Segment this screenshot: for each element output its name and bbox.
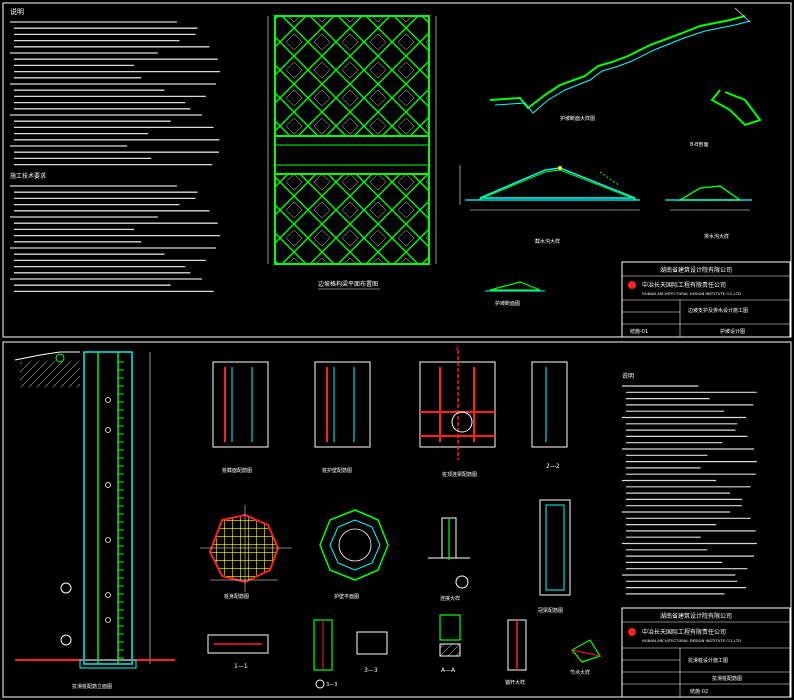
company-logo-b [628, 628, 636, 636]
b2-title: 3—3 [326, 682, 337, 688]
view1-title: 桩截面配筋图 [222, 467, 252, 474]
project-name: 边坡支护及排水设计施工图 [688, 307, 748, 314]
anchor-hole [105, 397, 111, 403]
top-sheet-frame [2, 2, 792, 338]
company-name-2-b: 中冶长天国际工程有限责任公司 [642, 628, 726, 636]
node-detail: 节点大样 [570, 639, 601, 676]
pile-section-2: 桩护壁配筋图 [314, 361, 371, 474]
bottom-notes: 说明 [622, 372, 757, 595]
section-1-1: 1—1 [207, 634, 269, 670]
company-name-en-b: HUNAN ARCHITECTURAL DESIGN INSTITUTE CO.… [642, 638, 741, 643]
title-block-top: 湖南省建筑设计院有限公司 中冶长天国际工程有限责任公司 HUNAN ARCHIT… [621, 261, 791, 338]
company-logo [628, 281, 636, 289]
anchor-hole [105, 537, 111, 543]
section-e-title: 护坡断面图 [495, 300, 520, 307]
pile-section-4: 2—2 [531, 361, 568, 470]
slope-profile: 护坡断面大样图 B-B剖面 [489, 7, 762, 148]
company-name-b: 湖南省建筑设计院有限公司 [660, 612, 732, 620]
drawing-number: 结施-01 [630, 328, 648, 335]
company-name-en: HUNAN ARCHITECTURAL DESIGN INSTITUTE CO.… [642, 291, 741, 296]
anchor-hole [105, 482, 111, 488]
pile-section-3: 2 桩顶连梁配筋图 [419, 345, 496, 478]
circle-view2-title: 护壁平面图 [334, 593, 359, 600]
section-d-title: 排水沟大样 [704, 233, 729, 240]
circle-view1-title: 桩身配筋图 [224, 593, 249, 600]
beam-title: 冠梁配筋图 [538, 607, 563, 614]
drawing-number-b: 结施-02 [690, 688, 708, 695]
slope-title: 边坡格构梁平面布置图 [318, 280, 378, 288]
pile-title: 抗滑桩配筋立面图 [72, 683, 112, 690]
anchor-hole [105, 617, 111, 623]
anchor-hole [105, 427, 111, 433]
b1-title: 1—1 [234, 663, 248, 670]
section-a-title: 护坡断面大样图 [560, 115, 595, 122]
view3-title: 桩顶连梁配筋图 [442, 471, 477, 478]
b6-title: 节点大样 [570, 669, 590, 676]
drawing-name: 护坡设计图 [720, 328, 745, 335]
anchor-detail: 锚杆大样 [505, 619, 527, 686]
b3-title: 3—3 [364, 667, 378, 674]
pile-elevation: 抗滑桩配筋立面图 [14, 351, 175, 690]
connection-title: 连接大样 [440, 595, 460, 602]
section-a-a: A—A [439, 614, 461, 674]
project-name-b: 抗滑桩设计施工图 [688, 657, 728, 664]
b5-title: 锚杆大样 [505, 679, 525, 686]
section-3-3: 3—3 3—3 [313, 619, 388, 689]
circular-wall-section: 护壁平面图 [319, 509, 389, 600]
top-notes: 说明 施工技术要求 [10, 7, 220, 293]
embankment-section: 截水沟大样 [459, 165, 640, 245]
slope-grid-plan: 边坡格构梁平面布置图 [267, 15, 437, 290]
company-name-2: 中冶长天国际工程有限责任公司 [642, 281, 726, 289]
drawing-name-b: 抗滑桩配筋图 [712, 675, 742, 682]
notes-title: 说明 [10, 7, 24, 16]
connection-detail: 连接大样 [428, 517, 470, 602]
circular-rebar-section: 桩身配筋图 [200, 505, 292, 600]
title-block-bottom: 湖南省建筑设计院有限公司 中冶长天国际工程有限责任公司 HUNAN ARCHIT… [621, 607, 791, 698]
bottom-sheet-frame [2, 341, 792, 698]
anchor-hole [105, 592, 111, 598]
small-section: 护坡断面图 [485, 281, 545, 307]
beam-detail: 冠梁配筋图 [538, 499, 571, 614]
notes-section2: 施工技术要求 [10, 172, 46, 180]
view2-title: 桩护壁配筋图 [322, 467, 352, 474]
section-c-title: 截水沟大样 [535, 238, 560, 245]
bottom-notes-title: 说明 [622, 372, 634, 380]
b4-title: A—A [441, 667, 456, 674]
drain-section: 排水沟大样 [665, 185, 752, 240]
view4-title: 2—2 [546, 463, 560, 470]
pile-section-1: 桩截面配筋图 [212, 361, 269, 474]
company-name: 湖南省建筑设计院有限公司 [660, 266, 732, 274]
mark-2-top: 2 [455, 345, 459, 352]
section-b-title: B-B剖面 [690, 141, 709, 148]
